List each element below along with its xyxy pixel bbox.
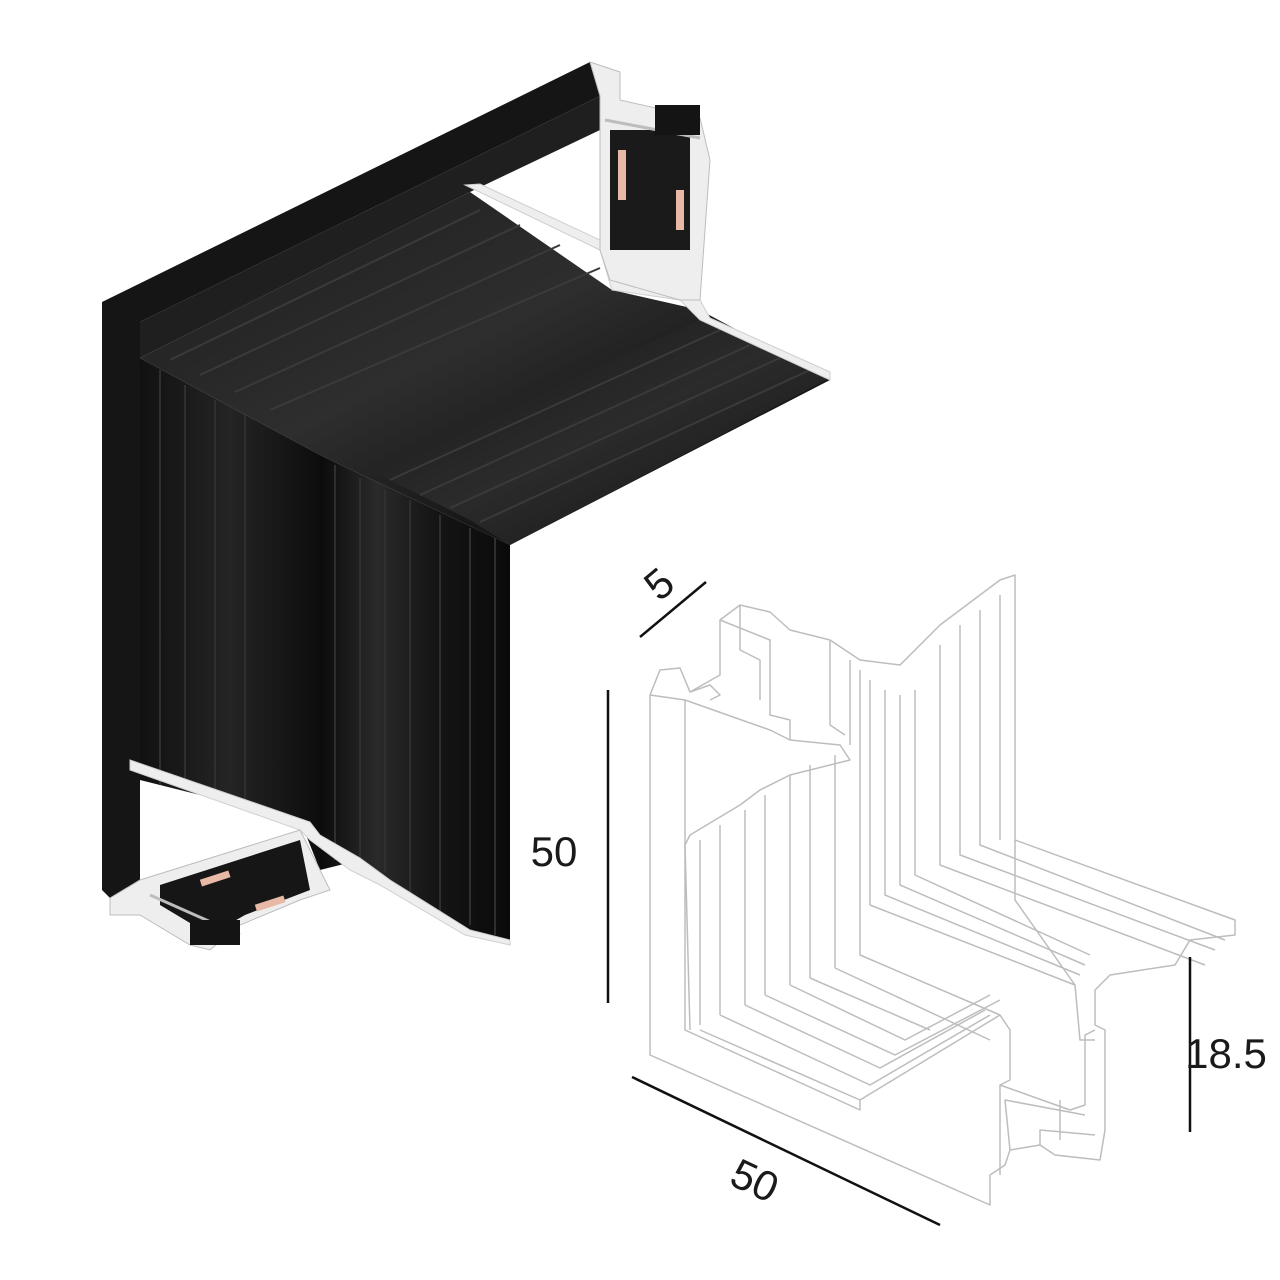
dimension-lines bbox=[606, 581, 1192, 1227]
outline-left bbox=[649, 695, 1106, 1206]
inner-lines bbox=[649, 595, 1226, 1175]
vertical-ribs bbox=[159, 370, 496, 935]
diagonal-ribs bbox=[169, 209, 811, 523]
dim-label-depth: 5 bbox=[635, 558, 683, 609]
bottom-track-end bbox=[109, 829, 331, 951]
bottom-left-cut-face bbox=[129, 759, 511, 946]
dim-line-width bbox=[631, 1075, 941, 1227]
product-render bbox=[102, 61, 831, 951]
dim-label-profile-height: 18.5 bbox=[1185, 1030, 1267, 1077]
dim-label-width: 50 bbox=[724, 1149, 786, 1211]
dim-line-depth bbox=[639, 581, 707, 638]
back-plate bbox=[102, 62, 600, 898]
top-track-end bbox=[589, 61, 711, 301]
outline-top bbox=[649, 574, 1236, 1130]
right-arm-surface bbox=[370, 320, 830, 545]
top-flange bbox=[140, 96, 600, 358]
dim-label-height: 50 bbox=[531, 828, 578, 875]
vertical-ribbed-wall bbox=[320, 455, 510, 940]
technical-drawing bbox=[649, 574, 1236, 1206]
